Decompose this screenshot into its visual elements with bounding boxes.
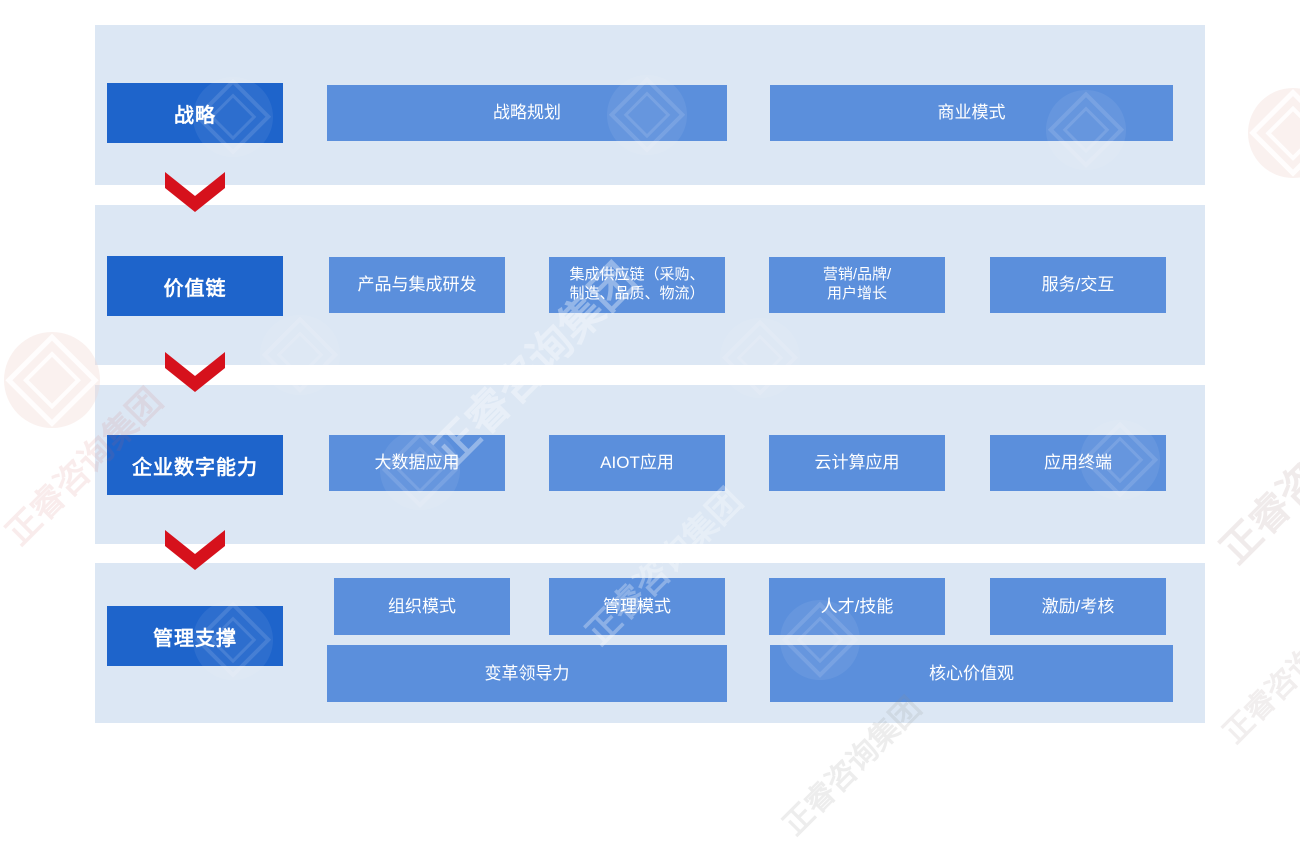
box-bigdata-application: 大数据应用: [329, 435, 505, 491]
down-arrow-icon: [165, 352, 225, 392]
box-marketing-brand-growth: 营销/品牌/ 用户增长: [769, 257, 945, 313]
watermark-text: 正睿咨询集团: [1217, 599, 1300, 750]
box-business-model: 商业模式: [770, 85, 1173, 141]
digital-capability-label: 企业数字能力: [107, 435, 283, 495]
strategy-label: 战略: [107, 83, 283, 143]
box-integrated-supply-chain: 集成供应链（采购、 制造、品质、物流）: [549, 257, 725, 313]
box-management-model: 管理模式: [549, 578, 725, 635]
box-product-rd: 产品与集成研发: [329, 257, 505, 313]
box-line: 用户增长: [826, 285, 887, 302]
framework-diagram: 战略 战略规划 商业模式 价值链 产品与集成研发 集成供应链（采购、 制造、品质…: [0, 25, 1300, 842]
box-organization-model: 组织模式: [334, 578, 510, 635]
down-arrow-icon: [165, 530, 225, 570]
box-core-values: 核心价值观: [770, 645, 1173, 702]
box-cloud-application: 云计算应用: [769, 435, 945, 491]
box-line: 营销/品牌/: [822, 266, 892, 284]
box-incentive-assessment: 激励/考核: [990, 578, 1166, 635]
watermark-text: 正睿咨询集团: [1212, 371, 1300, 573]
box-line: 集成供应链（采购、: [569, 266, 705, 284]
box-aiot-application: AIOT应用: [549, 435, 725, 491]
down-arrow-icon: [165, 172, 225, 212]
box-change-leadership: 变革领导力: [327, 645, 727, 702]
box-line: 制造、品质、物流）: [569, 285, 705, 302]
watermark-logo-icon: [1248, 88, 1300, 178]
management-support-label: 管理支撑: [107, 606, 283, 666]
box-talent-skills: 人才/技能: [769, 578, 945, 635]
box-application-terminal: 应用终端: [990, 435, 1166, 491]
watermark-logo-icon: [4, 332, 100, 428]
value-chain-label: 价值链: [107, 256, 283, 316]
box-strategic-planning: 战略规划: [327, 85, 727, 141]
box-service-interaction: 服务/交互: [990, 257, 1166, 313]
